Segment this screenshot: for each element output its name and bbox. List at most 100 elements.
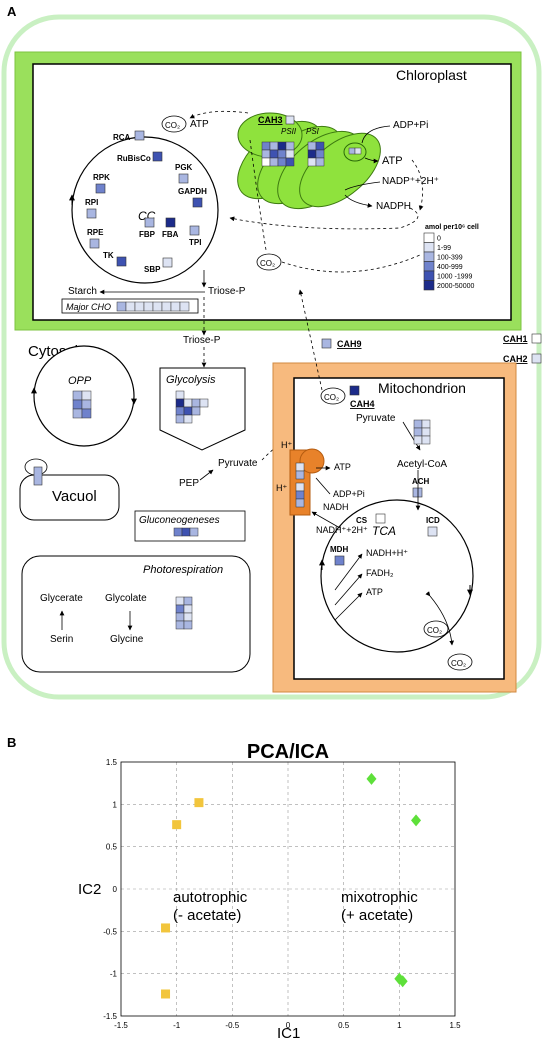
ach-swatch: [412, 487, 423, 498]
rpe-swatch: [89, 238, 100, 249]
rca-swatch: [134, 130, 145, 141]
mito-nadh2h-label: NADH⁺+2H⁺: [316, 525, 368, 535]
rpi-label: RPI: [85, 198, 98, 207]
y-axis-label: IC2: [78, 881, 101, 898]
pdh-heatmap: [413, 419, 431, 445]
mito-nadh-label: NADH: [323, 502, 349, 512]
x-tick-label: -1: [173, 1021, 181, 1030]
x-tick-label: -1.5: [114, 1021, 128, 1030]
autotrophic-point: [161, 923, 171, 933]
x-tick-label: 1.5: [449, 1021, 461, 1030]
x-tick-label: 1: [397, 1021, 402, 1030]
hplus-side: H⁺: [276, 483, 287, 493]
plot-frame: [120, 761, 456, 1017]
mito-atp-label: ATP: [334, 462, 351, 472]
tca-atp-label: ATP: [366, 587, 383, 597]
autotrophic-point: [161, 989, 171, 999]
co2-bubble-tca-a: [447, 653, 473, 671]
legend-swatch: [423, 280, 435, 291]
fba-swatch: [165, 217, 176, 228]
y-tick-label: 1: [113, 800, 118, 809]
y-tick-label: 0: [113, 885, 118, 894]
thylakoid-heatmap-psi: [307, 141, 325, 167]
cah1-swatch: [531, 333, 542, 344]
legend-label: 100-399: [437, 255, 463, 262]
ach-label: ACH: [412, 477, 430, 486]
pgk-swatch: [178, 173, 189, 184]
glycolate-label: Glycolate: [105, 593, 147, 604]
fba-label: FBA: [162, 230, 179, 239]
cah3-swatch: [285, 115, 295, 125]
co2-bubble-top: [161, 115, 187, 133]
co2-mid-label: CO₂: [260, 259, 275, 268]
major-cho-heatmap: [116, 301, 190, 312]
rpi-swatch: [86, 208, 97, 219]
annotation-mixotrophic-2: (+ acetate): [341, 907, 413, 924]
rubisco-label: RuBisCo: [117, 154, 151, 163]
fadh2-label: FADH₂: [366, 568, 394, 578]
tpi-label: TPI: [189, 238, 201, 247]
opp-heatmap: [72, 390, 92, 419]
icd-swatch: [427, 526, 438, 537]
co2-bubble-tca-b: [423, 620, 449, 638]
tk-swatch: [116, 256, 127, 267]
chart-title: PCA/ICA: [247, 741, 329, 763]
rubisco-swatch: [152, 151, 163, 162]
cah1-label: CAH1: [503, 334, 528, 344]
legend-label: 2000-50000: [437, 283, 474, 290]
legend-label: 0: [437, 236, 441, 243]
tpi-swatch: [189, 225, 200, 236]
y-tick-label: 1.5: [106, 758, 118, 767]
tk-label: TK: [103, 251, 114, 260]
glycolysis-shape: [159, 367, 246, 451]
vacuol-heatmap: [33, 466, 43, 486]
atp-synthase-heatmap: [348, 147, 362, 155]
acetyl-coa-label: Acetyl-CoA: [397, 459, 447, 470]
tca-cycle: [320, 499, 474, 653]
calvin-cycle: [71, 136, 219, 284]
legend-swatch: [423, 261, 435, 272]
starch-label: Starch: [68, 286, 97, 297]
vacuol-shape: [19, 474, 120, 521]
x-tick-label: 0: [286, 1021, 291, 1030]
serin-label: Serin: [50, 634, 73, 645]
x-tick-label: -0.5: [225, 1021, 239, 1030]
mitochondrion-matrix: [293, 377, 505, 680]
cah4-swatch: [349, 385, 360, 396]
respiratory-heatmap: [295, 462, 305, 508]
pyruvate-cyto-label: Pyruvate: [218, 458, 258, 469]
x-tick-label: 0.5: [338, 1021, 350, 1030]
glycolysis-heatmap: [175, 390, 209, 424]
y-tick-label: 0.5: [106, 843, 118, 852]
cah4-label: CAH4: [350, 399, 375, 409]
mitochondrion-label: Mitochondrion: [378, 380, 466, 396]
mdh-swatch: [334, 555, 345, 566]
opp-label: OPP: [68, 375, 92, 387]
nadph-label: NADPH: [376, 201, 411, 212]
mito-atp-synthase: [299, 448, 325, 474]
psii-label: PSII: [281, 127, 297, 136]
chloroplast-label: Chloroplast: [396, 67, 467, 83]
legend-swatch: [423, 270, 435, 281]
glycerate-label: Glycerate: [40, 593, 83, 604]
cah3-label: CAH3: [258, 115, 283, 125]
mixotrophic-point: [411, 814, 422, 827]
mixotrophic-point: [397, 975, 408, 988]
tca-label: TCA: [372, 524, 396, 538]
pyruvate-mito-label: Pyruvate: [356, 413, 396, 424]
co2-tca-b-label: CO₂: [427, 626, 442, 635]
icd-label: ICD: [426, 516, 440, 525]
photorespiration-heatmap: [175, 596, 193, 630]
mixotrophic-point: [366, 772, 377, 785]
mito-adp-label: ADP+Pi: [333, 489, 365, 499]
gluconeogeneses-heatmap: [173, 527, 199, 537]
fbp-swatch: [144, 217, 155, 228]
hplus-top: H⁺: [281, 440, 292, 450]
rpk-swatch: [95, 183, 106, 194]
legend-swatch: [423, 232, 435, 243]
vacuol-label: Vacuol: [52, 488, 97, 505]
autotrophic-point: [172, 820, 182, 830]
sbp-label: SBP: [144, 265, 161, 274]
